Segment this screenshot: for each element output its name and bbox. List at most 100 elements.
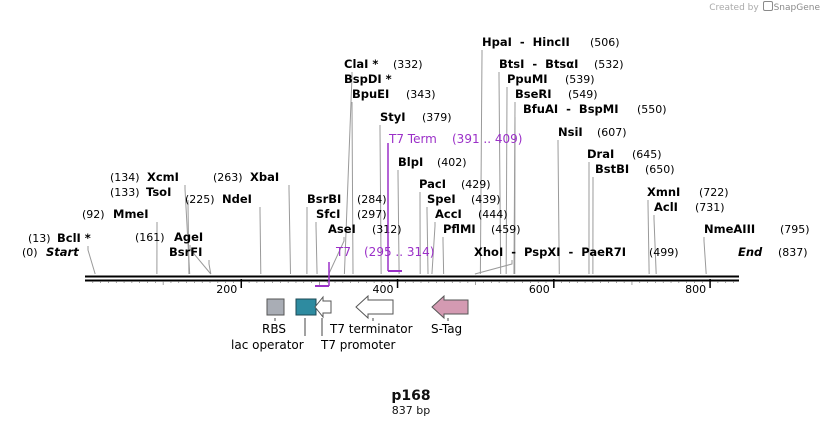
end-label: End (837) xyxy=(738,245,808,259)
leader-line xyxy=(442,237,445,275)
primer-t7-term[interactable]: T7 Term (391 .. 409) xyxy=(387,132,522,272)
enzyme-aseI[interactable]: AseI (312) xyxy=(328,222,402,236)
leader-line xyxy=(653,215,657,275)
enzyme-hpaI-hincII[interactable]: HpaI - HincII (506) xyxy=(482,35,620,49)
enzyme-nsiI[interactable]: NsiI (607) xyxy=(558,125,627,139)
snapgene-logo-icon xyxy=(762,1,773,11)
enzyme-accI[interactable]: AccI (444) xyxy=(435,207,508,221)
enzyme-position: (332) xyxy=(393,58,423,71)
backbone xyxy=(85,275,739,282)
enzyme-xcmI[interactable]: (134) XcmI xyxy=(110,170,179,184)
enzyme-name: BstBI xyxy=(595,162,629,176)
enzyme-pflMI[interactable]: PflMI (459) xyxy=(443,222,521,236)
enzyme-bpuEI[interactable]: BpuEI (343) xyxy=(352,87,436,101)
enzyme-bstBI[interactable]: BstBI (650) xyxy=(595,162,675,176)
enzyme-bsrFI[interactable]: BsrFI xyxy=(169,245,202,259)
feature-label: T7 terminator xyxy=(329,322,413,336)
enzyme-xhoI-pspXI-paeR7I[interactable]: XhoI - PspXI - PaeR7I (499) xyxy=(474,245,679,259)
enzyme-position: (161) xyxy=(135,231,165,244)
t7-promoter-arrow-icon xyxy=(314,295,332,319)
enzyme-position: (284) xyxy=(357,193,387,206)
enzyme-position: (549) xyxy=(568,88,598,101)
enzyme-mmeI[interactable]: (92) MmeI xyxy=(82,207,149,221)
enzyme-bseRI[interactable]: BseRI (549) xyxy=(515,87,598,101)
enzyme-position: (645) xyxy=(632,148,662,161)
enzyme-nmeAIII[interactable]: NmeAIII (795) xyxy=(704,222,810,236)
enzyme-sfcI[interactable]: SfcI (297) xyxy=(316,207,387,221)
enzyme-ageI[interactable]: (161) AgeI xyxy=(135,230,203,244)
tick-label: 800 xyxy=(685,283,706,296)
leader-line xyxy=(87,246,96,275)
enzyme-xbaI[interactable]: (263) XbaI xyxy=(213,170,279,184)
enzyme-position: (402) xyxy=(437,156,467,169)
enzyme-bfuAI-bspMI[interactable]: BfuAI - BspMI (550) xyxy=(523,102,667,116)
enzyme-aclI[interactable]: AclI (731) xyxy=(654,200,725,214)
enzyme-position: (650) xyxy=(645,163,675,176)
enzyme-pacI[interactable]: PacI (429) xyxy=(419,177,491,191)
plasmid-size: 837 bp xyxy=(392,404,430,417)
enzyme-claI[interactable]: ClaI * (332) xyxy=(344,57,423,71)
primer-name: T7 xyxy=(335,245,351,259)
primer-t7[interactable]: T7 (295 .. 314) xyxy=(315,245,434,287)
enzyme-name: DraI xyxy=(587,147,614,161)
enzyme-ndeI[interactable]: (225) NdeI xyxy=(185,192,252,206)
enzyme-name: NsiI xyxy=(558,125,583,139)
enzyme-name: BpuEI xyxy=(352,87,389,101)
enzyme-name: NdeI xyxy=(222,192,252,206)
feature-s-tag[interactable]: S-Tag xyxy=(431,294,469,336)
enzyme-btsI-btsaI[interactable]: BtsI - BtsαI (532) xyxy=(499,57,624,71)
enzyme-position: (607) xyxy=(597,126,627,139)
leader-line xyxy=(184,185,191,275)
enzyme-styI[interactable]: StyI (379) xyxy=(380,110,452,124)
snapgene-credit: Created by SnapGene xyxy=(709,1,820,13)
enzyme-position: (532) xyxy=(594,58,624,71)
feature-label: lac operator xyxy=(231,338,304,352)
tick-label: 600 xyxy=(529,283,550,296)
enzyme-position: (795) xyxy=(780,223,810,236)
leader-line xyxy=(189,245,212,275)
leader-line xyxy=(328,237,345,275)
leader-line xyxy=(513,102,516,275)
end-position: (837) xyxy=(778,246,808,259)
feature-t7-promoter[interactable]: T7 promoter xyxy=(314,295,396,352)
feature-label: S-Tag xyxy=(431,322,462,336)
leader-line xyxy=(379,125,382,275)
enzyme-speI[interactable]: SpeI (439) xyxy=(427,192,501,206)
start-label: (0) Start xyxy=(22,245,79,259)
enzyme-xmnI[interactable]: XmnI (722) xyxy=(647,185,729,199)
plasmid-name: p168 xyxy=(391,388,430,404)
feature-rbs[interactable]: RBS xyxy=(262,298,286,336)
enzyme-name: PpuMI xyxy=(507,72,548,86)
enzyme-blpI[interactable]: BlpI (402) xyxy=(398,155,467,169)
enzyme-ppuMI[interactable]: PpuMI (539) xyxy=(507,72,595,86)
enzyme-name: TsoI xyxy=(146,185,171,199)
enzyme-name: NmeAIII xyxy=(704,222,755,236)
start-position: (0) xyxy=(22,246,38,259)
feature-t7-terminator[interactable]: T7 terminator xyxy=(329,294,413,336)
enzyme-name: AclI xyxy=(654,200,678,214)
enzyme-position: (92) xyxy=(82,208,105,221)
leader-line xyxy=(505,87,508,275)
enzyme-bsrBI[interactable]: BsrBI (284) xyxy=(307,192,387,206)
credit-prefix: Created by xyxy=(709,3,759,13)
credit-brand: SnapGene xyxy=(773,3,820,13)
leader-line xyxy=(288,185,291,275)
feature-label: T7 promoter xyxy=(320,338,396,352)
enzyme-draI[interactable]: DraI (645) xyxy=(587,147,662,161)
primer-range: (391 .. 409) xyxy=(452,132,522,146)
lac-operator-box xyxy=(295,298,317,316)
enzyme-tsoI[interactable]: (133) TsoI xyxy=(110,185,171,199)
enzyme-position: (312) xyxy=(372,223,402,236)
enzyme-name: SfcI xyxy=(316,207,340,221)
feature-lac-operator[interactable]: lac operator xyxy=(231,298,317,352)
end-name: End xyxy=(738,245,763,259)
enzyme-name: BspDI * xyxy=(344,72,392,86)
enzyme-bclI[interactable]: (13) BclI * xyxy=(28,231,91,245)
leader-line xyxy=(647,200,650,275)
leader-line xyxy=(351,102,354,275)
enzyme-name: BsrFI xyxy=(169,245,202,259)
enzyme-position: (379) xyxy=(422,111,452,124)
leader-line xyxy=(703,237,707,275)
enzyme-bspDI[interactable]: BspDI * xyxy=(344,72,392,86)
